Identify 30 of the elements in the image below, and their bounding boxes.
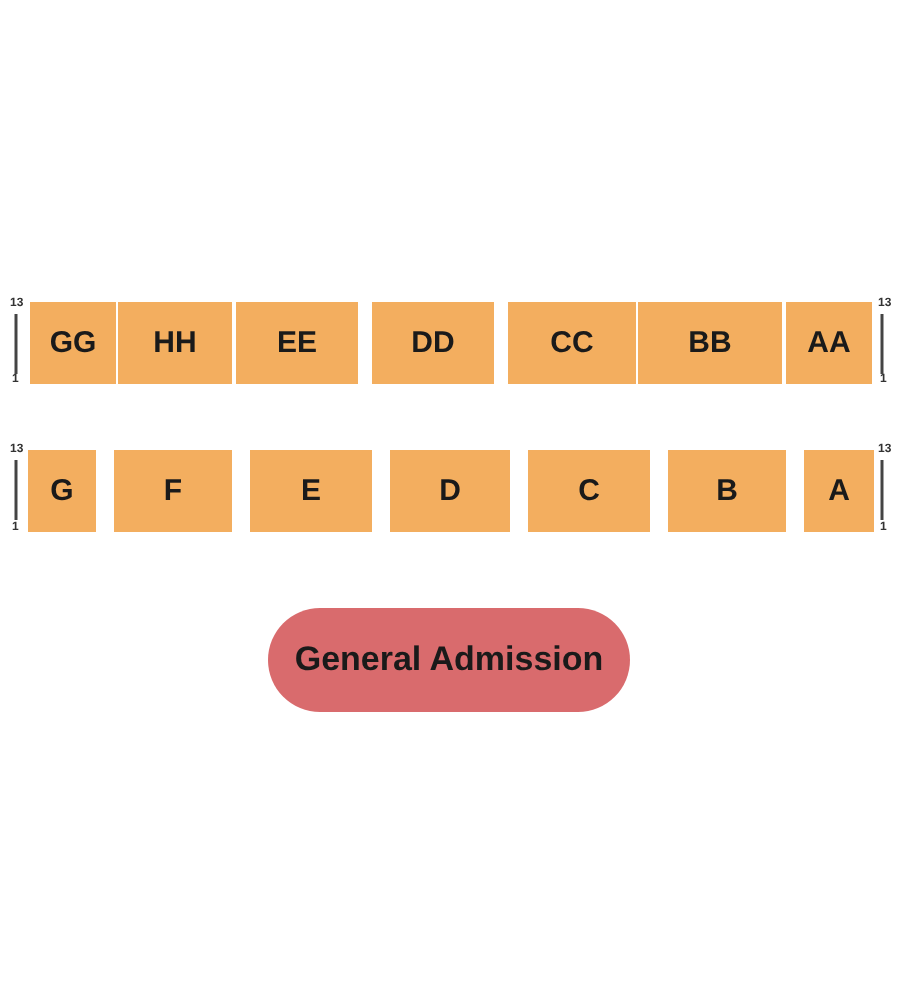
- section-label: HH: [153, 326, 197, 360]
- seating-section: [372, 302, 494, 384]
- section-label: EE: [276, 326, 317, 360]
- seating-section: [118, 302, 232, 384]
- section-label: AA: [807, 326, 851, 360]
- seating-section: [528, 450, 650, 532]
- seating-section: [638, 302, 782, 384]
- area-label: General Admission: [294, 640, 604, 680]
- section-label: F: [163, 474, 183, 508]
- seating-section: [786, 302, 872, 384]
- section-label: A: [828, 474, 850, 508]
- seating-section: [668, 450, 786, 532]
- seating-section: [114, 450, 232, 532]
- seating-section: [508, 302, 636, 384]
- seating-section: [250, 450, 372, 532]
- seating-section: [30, 302, 116, 384]
- section-label: C: [578, 474, 600, 508]
- seating-section: [390, 450, 510, 532]
- seating-section: [28, 450, 96, 532]
- section-label: BB: [688, 326, 732, 360]
- section-label: G: [50, 474, 74, 508]
- seating-section: [236, 302, 358, 384]
- section-label: CC: [550, 326, 594, 360]
- section-label: D: [439, 474, 461, 508]
- section-label: E: [300, 474, 321, 508]
- section-label: B: [716, 474, 738, 508]
- section-label: GG: [49, 326, 97, 360]
- seating-section: [804, 450, 874, 532]
- section-label: DD: [411, 326, 455, 360]
- general-admission-area: [268, 608, 630, 712]
